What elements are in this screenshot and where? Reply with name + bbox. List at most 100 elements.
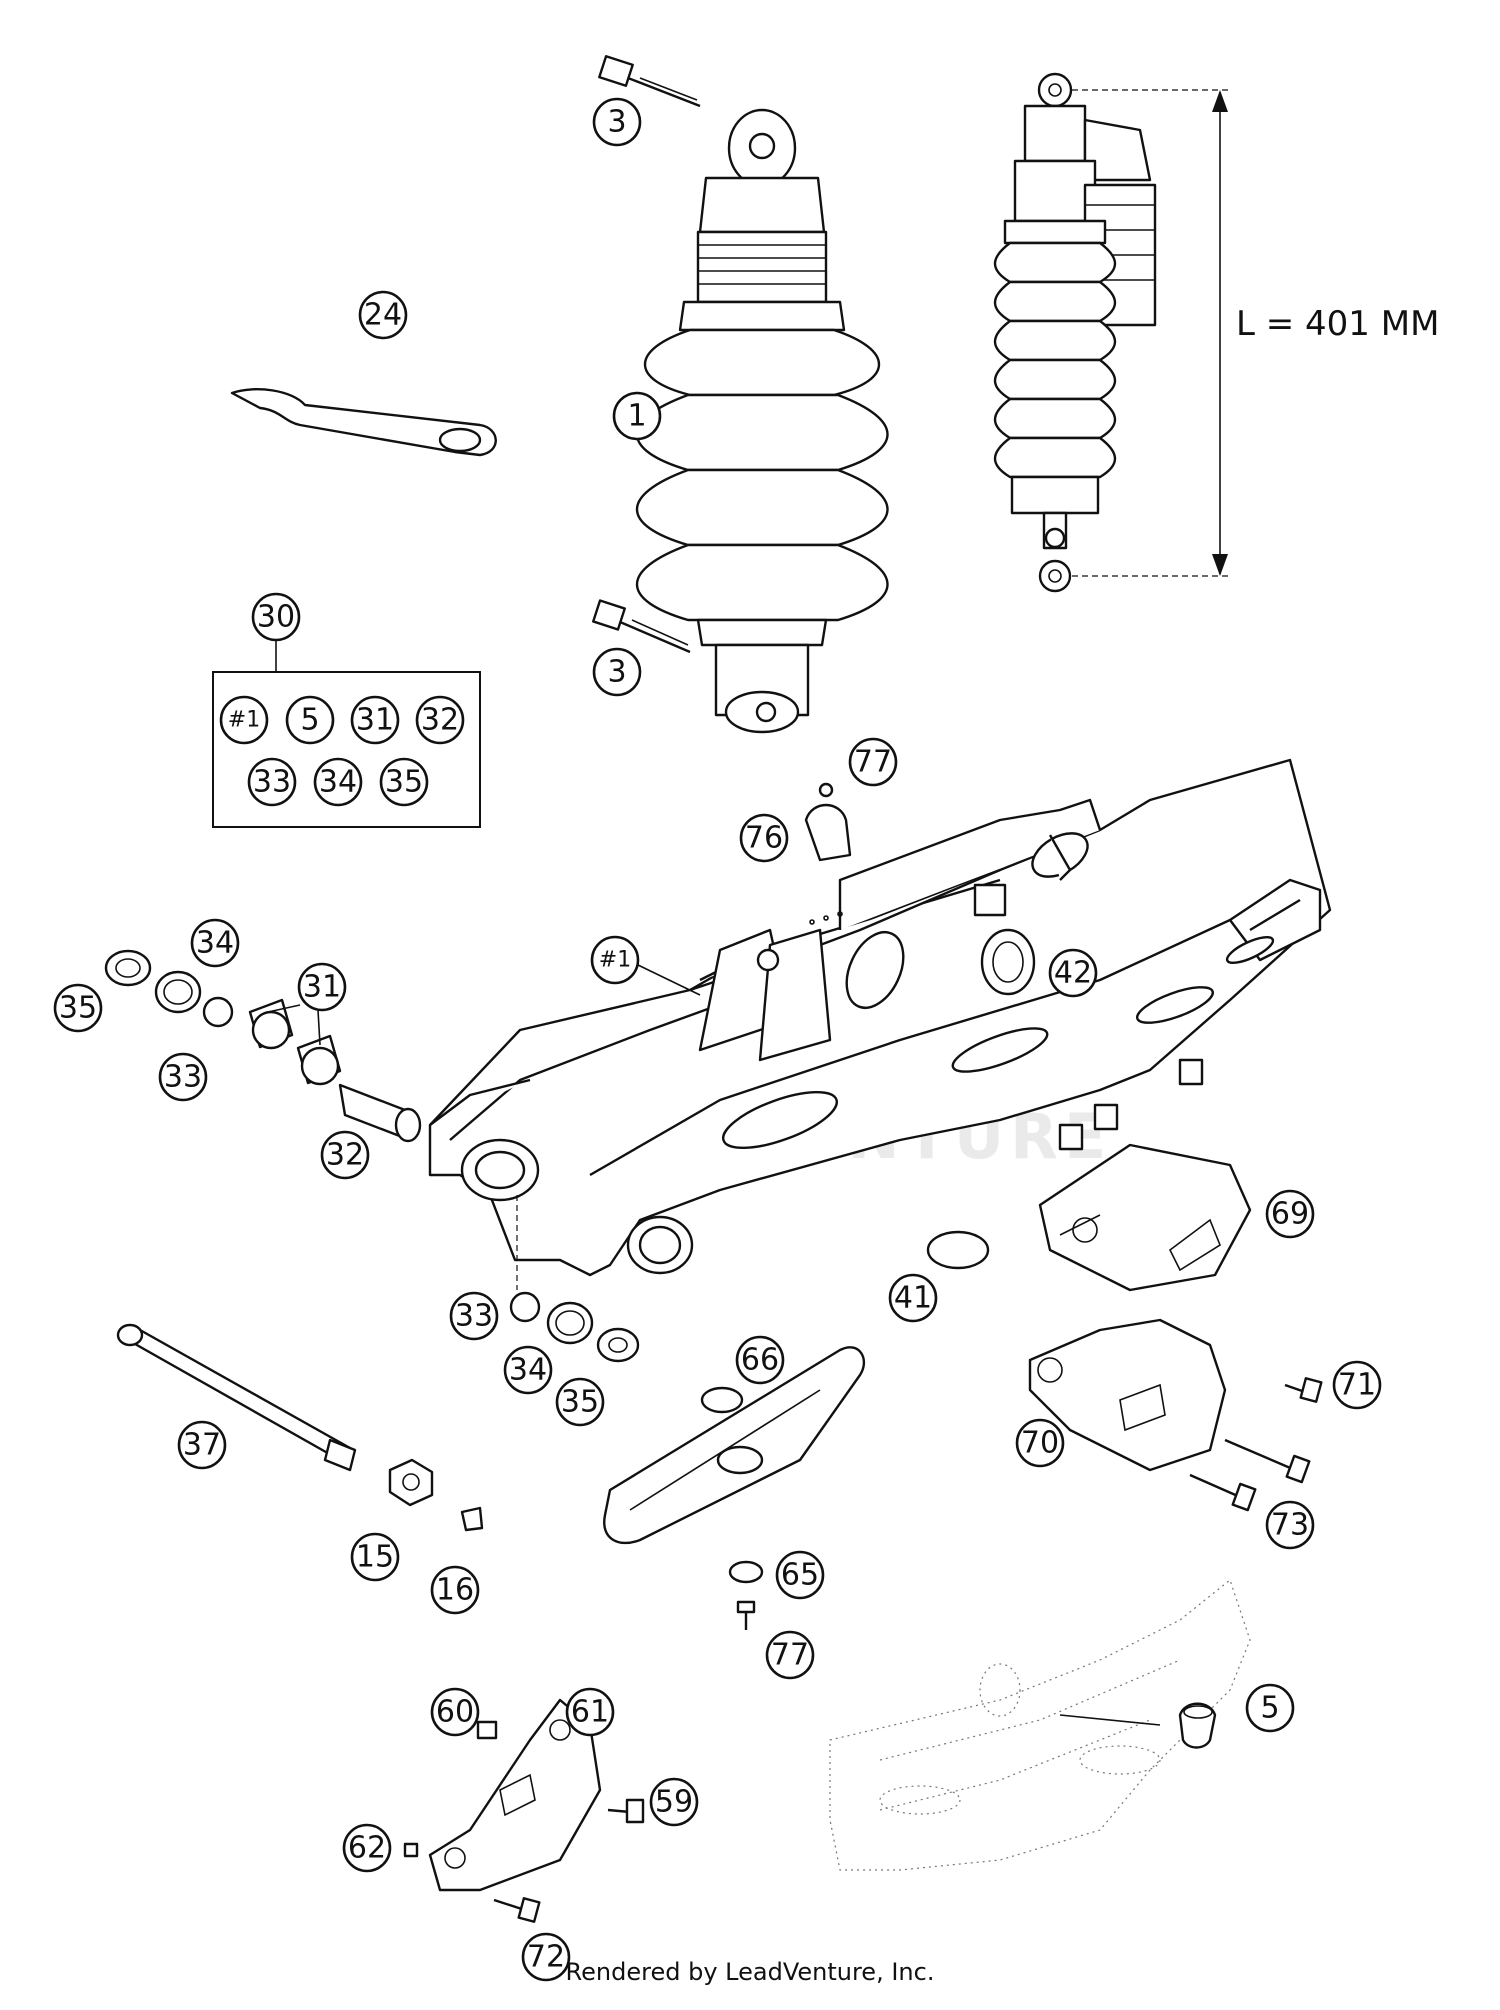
callout-37: 37 [177,1420,227,1470]
callout-34-left: 34 [190,918,240,968]
svg-text:#1: #1 [228,708,260,733]
svg-text:31: 31 [303,970,341,1005]
kit-30-box [212,671,481,828]
callout-69: 69 [1265,1189,1315,1239]
svg-text:77: 77 [854,745,892,780]
svg-text:76: 76 [745,821,783,856]
callout-73: 73 [1265,1500,1315,1550]
callout-70: 70 [1015,1418,1065,1468]
callout-62: 62 [342,1823,392,1873]
callout-35-right: 35 [555,1377,605,1427]
svg-text:66: 66 [741,1343,779,1378]
pivot-seal-35-left [104,949,152,987]
svg-text:34: 34 [196,926,234,961]
cap-16 [460,1506,484,1532]
bolt-71 [1284,1377,1323,1403]
svg-text:30: 30 [257,600,295,635]
svg-text:32: 32 [421,703,459,738]
nut-15 [388,1458,434,1507]
cap-60 [476,1720,498,1740]
screw-59 [607,1798,645,1824]
kit-callout-5: 5 [285,695,335,745]
chain-guide-70 [1028,1318,1227,1472]
callout-3-lower: 3 [592,647,642,697]
callout-77-upper: 77 [848,737,898,787]
svg-text:16: 16 [436,1573,474,1608]
svg-text:#1: #1 [599,948,631,973]
svg-text:77: 77 [771,1638,809,1673]
washer-65 [728,1560,764,1584]
callout-5-lower: 5 [1245,1683,1295,1733]
svg-text:69: 69 [1271,1197,1309,1232]
kit-callout-1: #1 [219,695,269,745]
svg-text:59: 59 [655,1785,693,1820]
svg-text:60: 60 [436,1695,474,1730]
callout-77-lower: 77 [765,1630,815,1680]
washer-33-left [202,996,234,1028]
ghost-swingarm-reference [829,1578,1251,1871]
svg-text:33: 33 [164,1060,202,1095]
chain-slider-66 [603,1346,866,1545]
svg-text:73: 73 [1271,1508,1309,1543]
callout-60: 60 [430,1687,480,1737]
svg-text:37: 37 [183,1428,221,1463]
callout-35-left: 35 [53,983,103,1033]
spanner-wrench-24 [230,388,497,457]
pivot-axle-37 [116,1323,357,1472]
callout-24: 24 [358,290,408,340]
svg-text:62: 62 [348,1831,386,1866]
kit-callout-32: 32 [415,695,465,745]
bolt-3-lower [592,599,691,654]
bushing-42 [980,928,1036,996]
bolts-73 [1189,1438,1311,1512]
pivot-ring-34-right [546,1301,594,1345]
pivot-ring-34-left [154,970,202,1014]
screw-77-lower [736,1600,756,1630]
cap-62 [403,1842,419,1858]
callout-3-upper: 3 [592,97,642,147]
svg-text:15: 15 [356,1540,394,1575]
svg-text:31: 31 [356,703,394,738]
bolt-3-upper [598,55,701,108]
callout-76: 76 [739,813,789,863]
svg-text:71: 71 [1338,1368,1376,1403]
pivot-seal-35-right [596,1327,640,1363]
svg-text:32: 32 [326,1138,364,1173]
callout-16: 16 [430,1565,480,1615]
callout-1: 1 [612,391,662,441]
svg-text:5: 5 [300,703,319,738]
svg-text:33: 33 [253,765,291,800]
svg-text:1: 1 [627,399,646,434]
callout-59: 59 [649,1777,699,1827]
callout-15: 15 [350,1532,400,1582]
length-dimension-label: L = 401 MM [1236,304,1439,344]
callout-41: 41 [888,1273,938,1323]
svg-text:34: 34 [509,1353,547,1388]
pivot-sleeve-32 [338,1083,422,1143]
clamp-76 [804,782,852,862]
svg-text:41: 41 [894,1281,932,1316]
bushing-5 [1178,1702,1217,1749]
svg-text:70: 70 [1021,1426,1059,1461]
footer-credit: Rendered by LeadVenture, Inc. [565,1958,935,1986]
svg-text:3: 3 [607,655,626,690]
bolt-72 [493,1897,541,1923]
svg-text:5: 5 [1260,1691,1279,1726]
shock-absorber [635,108,889,734]
callout-71: 71 [1332,1360,1382,1410]
chain-guide-69 [1038,1143,1252,1292]
svg-text:24: 24 [364,298,402,333]
kit-callout-33: 33 [247,757,297,807]
svg-text:65: 65 [781,1558,819,1593]
callout-30: 30 [251,592,301,642]
kit-callout-31: 31 [350,695,400,745]
svg-text:35: 35 [59,991,97,1026]
svg-text:35: 35 [385,765,423,800]
svg-text:33: 33 [455,1299,493,1334]
callout-66: 66 [735,1335,785,1385]
kit-callout-35: 35 [379,757,429,807]
callout-33-right: 33 [449,1291,499,1341]
svg-text:34: 34 [319,765,357,800]
callout-31: 31 [297,962,347,1012]
